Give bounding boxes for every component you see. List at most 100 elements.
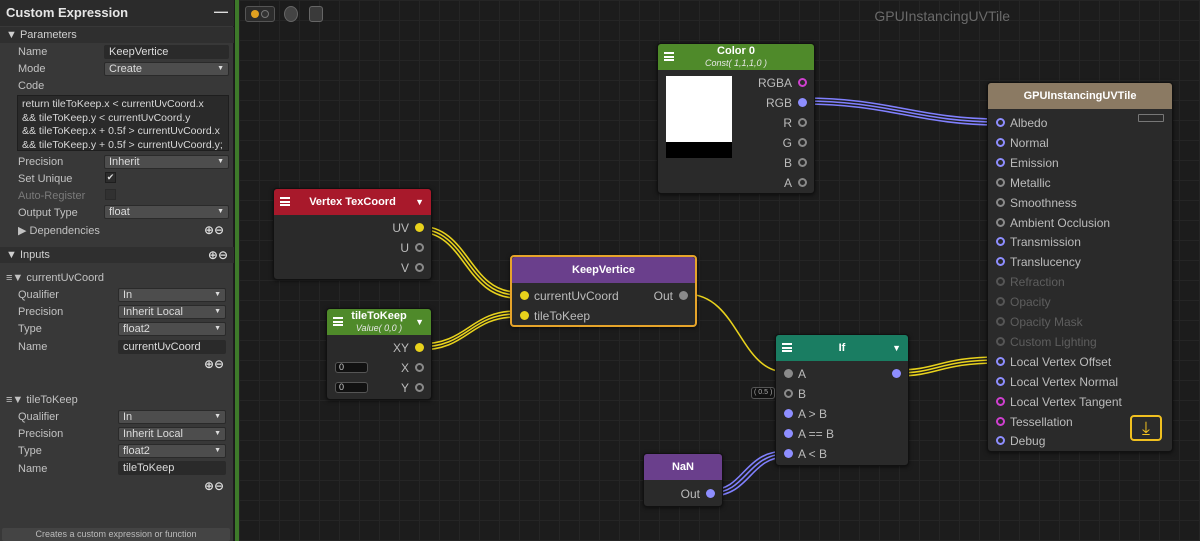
vertex-texcoord-header[interactable]: Vertex TexCoord▼ xyxy=(274,189,431,215)
x-input[interactable]: 0 xyxy=(335,362,368,373)
port-tiletokeep-dot[interactable] xyxy=(520,311,529,320)
inputs-header[interactable]: ▼ Inputs⊕⊖ xyxy=(0,247,234,263)
output-type-dropdown[interactable]: float xyxy=(104,205,229,219)
master-port-dot[interactable] xyxy=(996,217,1005,227)
master-port-dot[interactable] xyxy=(996,317,1005,326)
master-port-dot[interactable] xyxy=(996,197,1005,207)
keepvertice-node[interactable]: KeepVertice currentUvCoord tileToKeep Ou… xyxy=(510,255,697,327)
menu-icon[interactable] xyxy=(280,197,290,206)
snapshot-icon[interactable] xyxy=(309,6,323,22)
inputs-add-remove-icon[interactable]: ⊕⊖ xyxy=(207,248,228,262)
precision-dropdown[interactable]: Inherit Local xyxy=(118,427,226,441)
master-port-dot[interactable] xyxy=(996,416,1005,426)
panel-divider[interactable] xyxy=(235,0,239,541)
master-port-dot[interactable] xyxy=(996,356,1005,366)
type-dropdown[interactable]: float2 xyxy=(118,444,226,458)
vertex-texcoord-node[interactable]: Vertex TexCoord▼ UV U V xyxy=(273,188,432,280)
dependencies-foldout[interactable]: ▶ Dependencies xyxy=(18,225,100,237)
toggle-icon[interactable] xyxy=(245,6,275,22)
port-rgba-dot[interactable] xyxy=(798,78,807,87)
input-foldout-currentuvcoord[interactable]: ≡▼ currentUvCoord xyxy=(6,272,105,284)
chevron-down-icon[interactable]: ▼ xyxy=(415,197,424,207)
port-xy: XY xyxy=(392,341,409,355)
port-y-dot[interactable] xyxy=(415,383,424,392)
master-port-dot[interactable] xyxy=(996,118,1005,127)
if-node[interactable]: If▼ A B A > B A == B A < B xyxy=(775,334,909,466)
b-default-value[interactable]: ( 0.5 ) xyxy=(751,387,776,399)
nan-node[interactable]: NaN Out xyxy=(643,453,723,507)
master-port-dot[interactable] xyxy=(996,396,1005,406)
qualifier-value: In xyxy=(123,289,133,301)
precision-label: Precision xyxy=(18,156,64,168)
dependencies-add-remove-icon[interactable]: ⊕⊖ xyxy=(204,223,225,237)
master-port-dot[interactable] xyxy=(996,257,1005,267)
input-foldout-tiletokeep[interactable]: ≡▼ tileToKeep xyxy=(6,394,78,406)
port-b-dot[interactable] xyxy=(784,389,793,398)
set-unique-label: Set Unique xyxy=(18,173,73,185)
port-agtb-dot[interactable] xyxy=(784,409,793,418)
port-rgb-dot[interactable] xyxy=(798,98,807,107)
master-port-dot[interactable] xyxy=(996,376,1005,386)
parameters-header[interactable]: ▼ Parameters xyxy=(0,27,234,43)
port-g-dot[interactable] xyxy=(798,138,807,147)
port-r-dot[interactable] xyxy=(798,118,807,127)
master-port-dot[interactable] xyxy=(996,297,1005,307)
precision-dropdown[interactable]: Inherit xyxy=(104,155,229,169)
y-input[interactable]: 0 xyxy=(335,382,368,393)
menu-icon[interactable] xyxy=(664,52,674,61)
port-uv-dot[interactable] xyxy=(415,223,424,232)
live-preview-icon[interactable] xyxy=(284,6,298,22)
port-aeqb-dot[interactable] xyxy=(784,429,793,438)
master-port-dot[interactable] xyxy=(996,137,1005,147)
preview-mode-icon[interactable] xyxy=(1138,114,1164,122)
set-unique-checkbox[interactable]: ✔ xyxy=(105,172,116,183)
chevron-down-icon[interactable]: ▼ xyxy=(892,343,901,353)
save-icon[interactable]: ⤓ xyxy=(1130,415,1162,441)
wire-uv-to-currentuvcoord xyxy=(418,225,518,299)
port-v-dot[interactable] xyxy=(415,263,424,272)
master-port-dot[interactable] xyxy=(996,177,1005,187)
port-xy-dot[interactable] xyxy=(415,343,424,352)
precision-dropdown[interactable]: Inherit Local xyxy=(118,305,226,319)
nan-out-dot[interactable] xyxy=(706,489,715,498)
type-dropdown[interactable]: float2 xyxy=(118,322,226,336)
port-x-dot[interactable] xyxy=(415,363,424,372)
qualifier-dropdown[interactable]: In xyxy=(118,410,226,424)
master-port-dot[interactable] xyxy=(996,237,1005,247)
input-add-remove-icon[interactable]: ⊕⊖ xyxy=(204,357,225,371)
if-out-dot[interactable] xyxy=(892,369,901,378)
port-altb-dot[interactable] xyxy=(784,449,793,458)
port-a-dot[interactable] xyxy=(798,178,807,187)
port-currentuvcoord-dot[interactable] xyxy=(520,291,529,300)
input-add-remove-icon[interactable]: ⊕⊖ xyxy=(204,479,225,493)
chevron-down-icon[interactable]: ▼ xyxy=(415,317,424,327)
input-name-field[interactable]: currentUvCoord xyxy=(118,340,226,354)
qualifier-dropdown[interactable]: In xyxy=(118,288,226,302)
menu-icon[interactable] xyxy=(782,343,792,352)
master-port-dot[interactable] xyxy=(996,436,1005,446)
port-u-dot[interactable] xyxy=(415,243,424,252)
master-port-dot[interactable] xyxy=(996,157,1005,167)
port-out-dot[interactable] xyxy=(679,291,688,300)
port-b-dot[interactable] xyxy=(798,158,807,167)
keepvertice-title[interactable]: KeepVertice xyxy=(512,257,695,283)
menu-icon[interactable] xyxy=(333,317,343,326)
if-header[interactable]: If▼ xyxy=(776,335,908,361)
nan-title[interactable]: NaN xyxy=(644,454,722,480)
master-title[interactable]: GPUInstancingUVTile xyxy=(988,83,1172,109)
mode-dropdown[interactable]: Create xyxy=(104,62,229,76)
name-field[interactable]: KeepVertice xyxy=(104,45,229,59)
input-name-field[interactable]: tileToKeep xyxy=(118,461,226,475)
code-textarea[interactable]: return tileToKeep.x < currentUvCoord.x &… xyxy=(17,95,229,151)
master-port-dot[interactable] xyxy=(996,336,1005,346)
master-port-dot[interactable] xyxy=(996,277,1005,287)
port-a-dot[interactable] xyxy=(784,369,793,378)
minimize-button[interactable]: — xyxy=(214,3,228,19)
auto-register-checkbox[interactable] xyxy=(105,189,116,200)
